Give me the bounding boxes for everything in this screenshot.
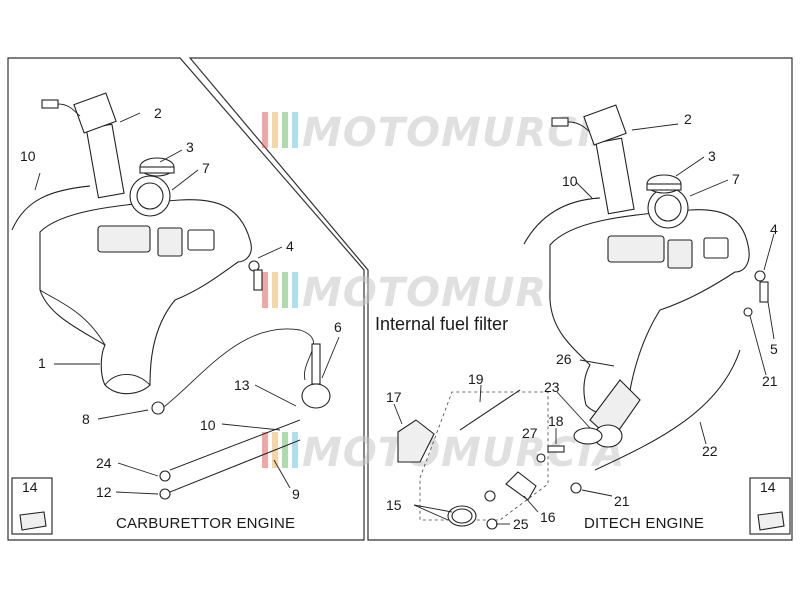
callout-4-right: 4 — [770, 221, 778, 237]
callout-21-right-top: 21 — [762, 373, 778, 389]
callout-25: 25 — [513, 516, 529, 532]
clip-21-top — [743, 307, 753, 317]
clamp-24 — [159, 470, 171, 482]
callout-9-left: 9 — [292, 486, 300, 502]
fuel-cap-right — [646, 174, 682, 194]
fuel-cap-left — [139, 157, 175, 177]
callout-10-left-bottom: 10 — [200, 417, 216, 433]
callout-10-right: 10 — [562, 173, 578, 189]
watermark-stripe-blue — [292, 432, 298, 468]
callout-23-right: 23 — [544, 379, 560, 395]
callout-19: 19 — [468, 371, 484, 387]
watermark-stripe-blue — [292, 112, 298, 148]
clamp-8 — [151, 401, 165, 415]
callout-27: 27 — [522, 425, 538, 441]
fuel-pump-mount-23 — [589, 379, 641, 448]
clamp-26-ring — [573, 427, 603, 445]
callout-24-left: 24 — [96, 455, 112, 471]
callout-7-right: 7 — [732, 171, 740, 187]
caption-ditech-engine: DITECH ENGINE — [584, 515, 704, 532]
clamp-20 — [484, 490, 496, 502]
callout-21-right-bottom: 21 — [614, 493, 630, 509]
watermark-logo-top: MOTOMURCIA — [262, 110, 625, 156]
callout-16: 16 — [540, 509, 556, 525]
callout-7-left: 7 — [202, 160, 210, 176]
callout-6-left: 6 — [334, 319, 342, 335]
callout-14-left: 14 — [22, 479, 38, 495]
callout-3-right: 3 — [708, 148, 716, 164]
callout-17: 17 — [386, 389, 402, 405]
leader-lines-left — [34, 112, 340, 495]
watermark-stripe-orange — [272, 112, 278, 148]
fuel-tank-left — [39, 175, 252, 395]
callout-2-right: 2 — [684, 111, 692, 127]
filter-block-17 — [397, 419, 435, 463]
watermark-stripe-red — [262, 432, 268, 468]
fuel-tank-right — [549, 187, 750, 415]
watermark-stripe-blue — [292, 272, 298, 308]
clip-21-bottom — [570, 482, 582, 494]
callout-18: 18 — [548, 413, 564, 429]
fuel-line-left — [159, 328, 314, 411]
watermark-stripe-green — [282, 432, 288, 468]
watermark-text: MOTOMURCIA — [302, 430, 625, 476]
callout-5-right: 5 — [770, 341, 778, 357]
fuel-tap-left — [301, 343, 331, 409]
bolt-5-left — [253, 269, 263, 291]
watermark-stripe-green — [282, 272, 288, 308]
callout-2-left: 2 — [154, 105, 162, 121]
clamp-25 — [486, 518, 498, 530]
right-panel-frame — [188, 57, 793, 541]
callout-26-right: 26 — [556, 351, 572, 367]
callout-10-left-top: 10 — [20, 148, 36, 164]
fuel-level-sender-right — [551, 104, 635, 215]
callout-14-right: 14 — [760, 479, 776, 495]
watermark-stripe-red — [262, 272, 268, 308]
bolt-5-right — [759, 281, 769, 303]
caption-carburettor-engine: CARBURETTOR ENGINE — [116, 515, 295, 532]
connector-plug — [551, 117, 569, 127]
callout-4-left: 4 — [286, 238, 294, 254]
callout-13-left: 13 — [234, 377, 250, 393]
callout-8-left: 8 — [82, 411, 90, 427]
washer-27 — [536, 453, 546, 463]
hose-pair-left — [169, 419, 301, 493]
breather-hose-left-inner — [11, 185, 91, 231]
washer-4-right — [754, 270, 766, 282]
watermark-text: MOTOMURCIA — [302, 110, 625, 156]
leader-lines-right — [556, 123, 775, 497]
watermark-stripe-red — [262, 112, 268, 148]
filter-dashed-outline — [419, 391, 549, 521]
pipe-22-inner — [594, 349, 741, 471]
callout-3-left: 3 — [186, 139, 194, 155]
breather-hose-right-inner — [523, 197, 601, 245]
callout-12-left: 12 — [96, 484, 112, 500]
callout-22-right: 22 — [702, 443, 718, 459]
leader-lines-filter — [393, 384, 557, 525]
watermark-stripe-green — [282, 112, 288, 148]
accessory-box-left — [11, 477, 53, 535]
fuel-level-sender-left — [41, 92, 125, 199]
filter-assembly — [397, 389, 565, 530]
filter-16 — [505, 471, 537, 501]
callout-1-left: 1 — [38, 355, 46, 371]
screw-18 — [547, 445, 565, 453]
accessory-box-right — [749, 477, 791, 535]
watermark-logo-bottom: MOTOMURCIA — [262, 430, 625, 476]
watermark-stripe-orange — [272, 272, 278, 308]
connector-plug — [41, 99, 59, 109]
o-ring-15-b — [451, 508, 473, 524]
left-panel-frame — [7, 57, 365, 541]
clamp-12 — [159, 488, 171, 500]
caption-internal-fuel-filter: Internal fuel filter — [375, 314, 508, 334]
callout-15: 15 — [386, 497, 402, 513]
